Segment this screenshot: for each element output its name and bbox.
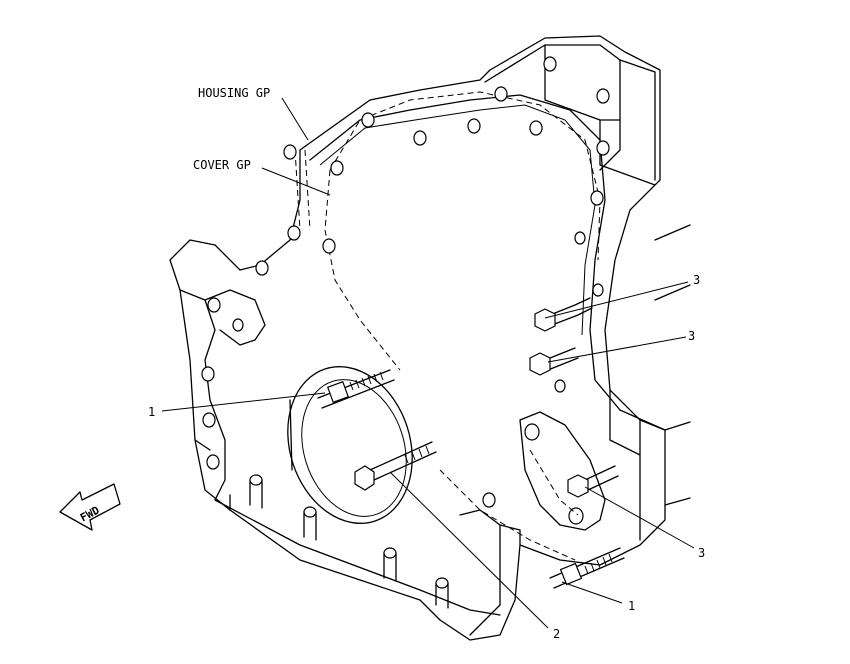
bolt-item-3-top: [534, 297, 593, 332]
cover-gasket-outline: [294, 91, 601, 561]
side-access-cover: [519, 411, 606, 531]
crankshaft-seal-opening: [287, 366, 413, 524]
bottom-dowel-pins: [249, 474, 449, 609]
stud-item-1-left: [317, 369, 395, 409]
callout-3-top: 3: [693, 273, 700, 287]
forward-direction-arrow: FWD: [59, 483, 121, 531]
callout-1-bottom: 1: [628, 599, 635, 613]
cover-gp-label: COVER GP: [193, 158, 251, 172]
callout-1-left: 1: [148, 405, 155, 419]
bolt-item-3-mid: [529, 347, 579, 376]
callout-2: 2: [553, 627, 560, 641]
bolt-item-3-bottom: [567, 465, 619, 498]
stud-item-1-bottom: [549, 547, 625, 589]
front-housing: [169, 35, 691, 641]
perimeter-bolt-heads: [201, 56, 610, 525]
bolt-item-2: [354, 441, 437, 491]
leader-lines: [161, 97, 695, 629]
fwd-label: FWD: [78, 503, 102, 524]
callout-3-bottom: 3: [698, 546, 705, 560]
callout-3-mid: 3: [688, 329, 695, 343]
housing-gp-label: HOUSING GP: [198, 86, 270, 100]
